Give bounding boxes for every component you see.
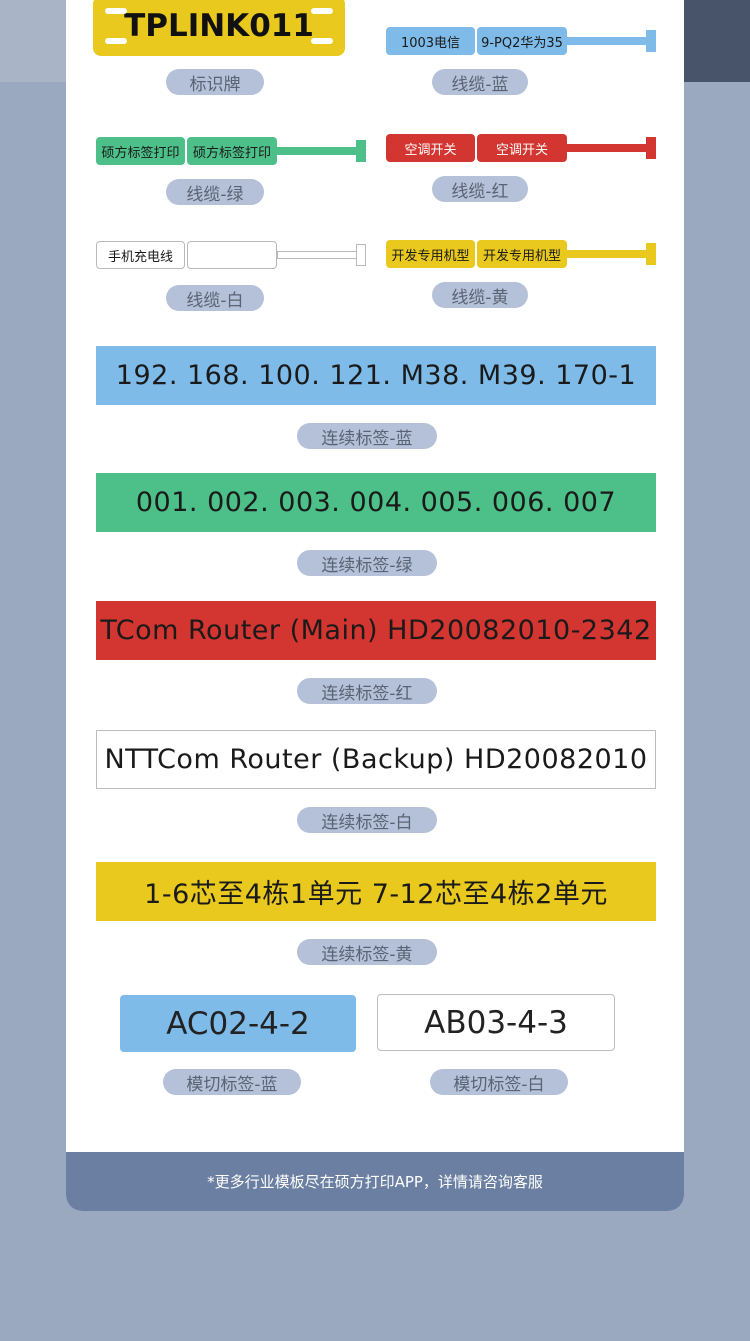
cable-segment: 1003电信 xyxy=(386,27,475,55)
footer-banner: *更多行业模板尽在硕方打印APP，详情请咨询客服 xyxy=(66,1152,684,1211)
continuous-label-red: TCom Router (Main) HD20082010-2342 xyxy=(96,601,656,660)
sign-text: TPLINK011 xyxy=(124,8,314,44)
cable-label-blue: 1003电信 9-PQ2华为35 xyxy=(386,27,656,55)
caption-sign: 标识牌 xyxy=(166,69,264,95)
caption-cable-red: 线缆-红 xyxy=(432,176,528,202)
slot-hole xyxy=(311,38,333,44)
caption-cable-white: 线缆-白 xyxy=(166,285,264,311)
cable-segment: 9-PQ2华为35 xyxy=(477,27,567,55)
caption-continuous-green: 连续标签-绿 xyxy=(297,550,437,576)
cable-tail xyxy=(277,251,357,259)
diecut-label-white: AB03-4-3 xyxy=(377,994,615,1051)
cable-end xyxy=(356,244,366,266)
continuous-label-green: 001. 002. 003. 004. 005. 006. 007 xyxy=(96,473,656,532)
cable-label-red: 空调开关 空调开关 xyxy=(386,134,656,162)
cable-tail xyxy=(277,147,357,155)
caption-continuous-red: 连续标签-红 xyxy=(297,678,437,704)
slot-hole xyxy=(105,38,127,44)
background-band-right xyxy=(684,0,750,82)
caption-continuous-blue: 连续标签-蓝 xyxy=(297,423,437,449)
cable-tail xyxy=(567,250,647,258)
cable-label-yellow: 开发专用机型 开发专用机型 xyxy=(386,240,656,268)
cable-tail xyxy=(567,144,647,152)
cable-end xyxy=(646,30,656,52)
cable-segment: 手机充电线 xyxy=(96,241,185,269)
cable-segment: 硕方标签打印 xyxy=(96,137,185,165)
footer-text: *更多行业模板尽在硕方打印APP，详情请咨询客服 xyxy=(207,1173,543,1191)
caption-continuous-white: 连续标签-白 xyxy=(297,807,437,833)
continuous-label-white: NTTCom Router (Backup) HD20082010 xyxy=(96,730,656,789)
continuous-label-blue: 192. 168. 100. 121. M38. M39. 170-1 xyxy=(96,346,656,405)
caption-diecut-blue: 模切标签-蓝 xyxy=(163,1069,301,1095)
cable-segment: 空调开关 xyxy=(477,134,567,162)
template-card: TPLINK011 标识牌 1003电信 9-PQ2华为35 线缆-蓝 硕方标签… xyxy=(66,0,684,1211)
cable-tail xyxy=(567,37,647,45)
diecut-label-blue: AC02-4-2 xyxy=(120,995,356,1052)
cable-segment xyxy=(187,241,277,269)
cable-label-green: 硕方标签打印 硕方标签打印 xyxy=(96,137,366,165)
cable-segment: 空调开关 xyxy=(386,134,475,162)
cable-label-white: 手机充电线 xyxy=(96,241,366,269)
caption-continuous-yellow: 连续标签-黄 xyxy=(297,939,437,965)
sign-plate: TPLINK011 xyxy=(93,0,345,56)
caption-cable-green: 线缆-绿 xyxy=(166,179,264,205)
continuous-label-yellow: 1-6芯至4栋1单元 7-12芯至4栋2单元 xyxy=(96,862,656,921)
cable-segment: 开发专用机型 xyxy=(477,240,567,268)
caption-diecut-white: 模切标签-白 xyxy=(430,1069,568,1095)
slot-hole xyxy=(105,8,127,14)
caption-cable-yellow: 线缆-黄 xyxy=(432,282,528,308)
cable-segment: 硕方标签打印 xyxy=(187,137,277,165)
background-band-left xyxy=(0,0,66,82)
caption-cable-blue: 线缆-蓝 xyxy=(432,69,528,95)
slot-hole xyxy=(311,8,333,14)
cable-end xyxy=(356,140,366,162)
cable-end xyxy=(646,137,656,159)
cable-segment: 开发专用机型 xyxy=(386,240,475,268)
cable-end xyxy=(646,243,656,265)
